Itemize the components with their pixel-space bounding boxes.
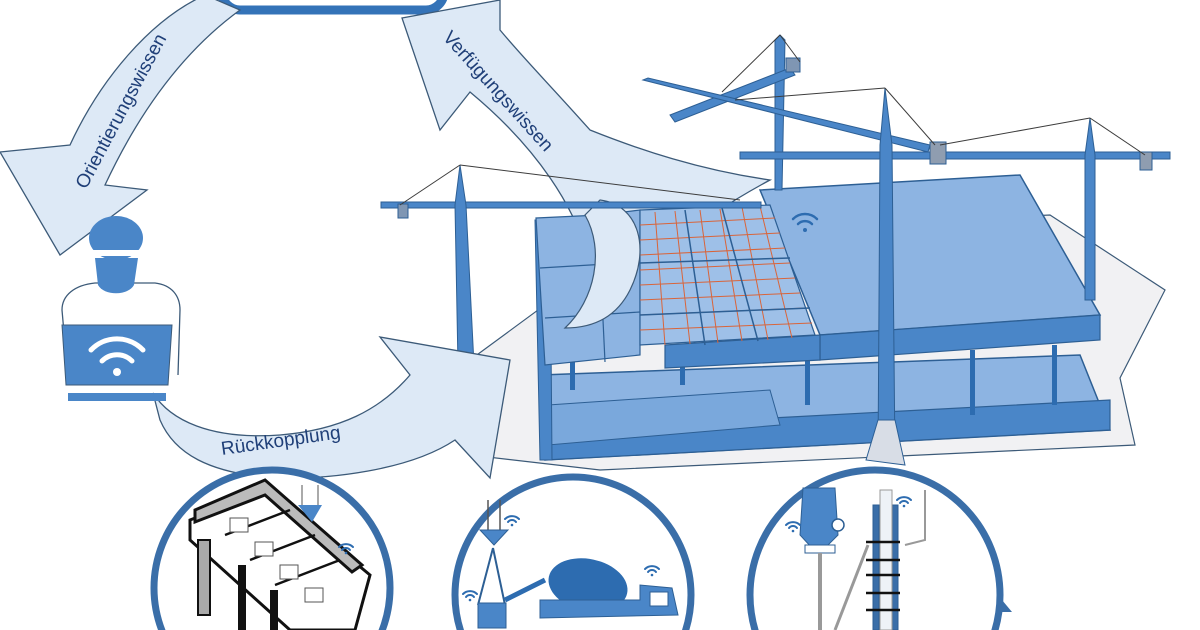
detail-circle-formwork	[150, 466, 394, 630]
detail-circle-concrete	[451, 473, 695, 630]
worker-with-laptop	[61, 216, 181, 401]
bucket-icon	[298, 505, 322, 522]
detail-circle-silo	[746, 466, 1012, 630]
wifi-icon	[338, 543, 354, 555]
hardhat-icon	[89, 216, 143, 260]
mixer-drum-icon	[548, 558, 628, 612]
wifi-icon	[504, 515, 520, 527]
silo-icon	[799, 487, 839, 549]
wifi-icon	[88, 336, 146, 376]
wifi-icon	[791, 212, 819, 232]
wifi-icon	[785, 521, 801, 533]
wifi-icon	[644, 565, 660, 577]
feedback-arrow: Rückkopplung	[152, 336, 511, 480]
construction-site	[380, 34, 1171, 466]
top-box	[219, 0, 447, 15]
wifi-icon	[896, 496, 912, 508]
crane-center	[641, 77, 1171, 466]
wifi-icon	[462, 590, 478, 602]
